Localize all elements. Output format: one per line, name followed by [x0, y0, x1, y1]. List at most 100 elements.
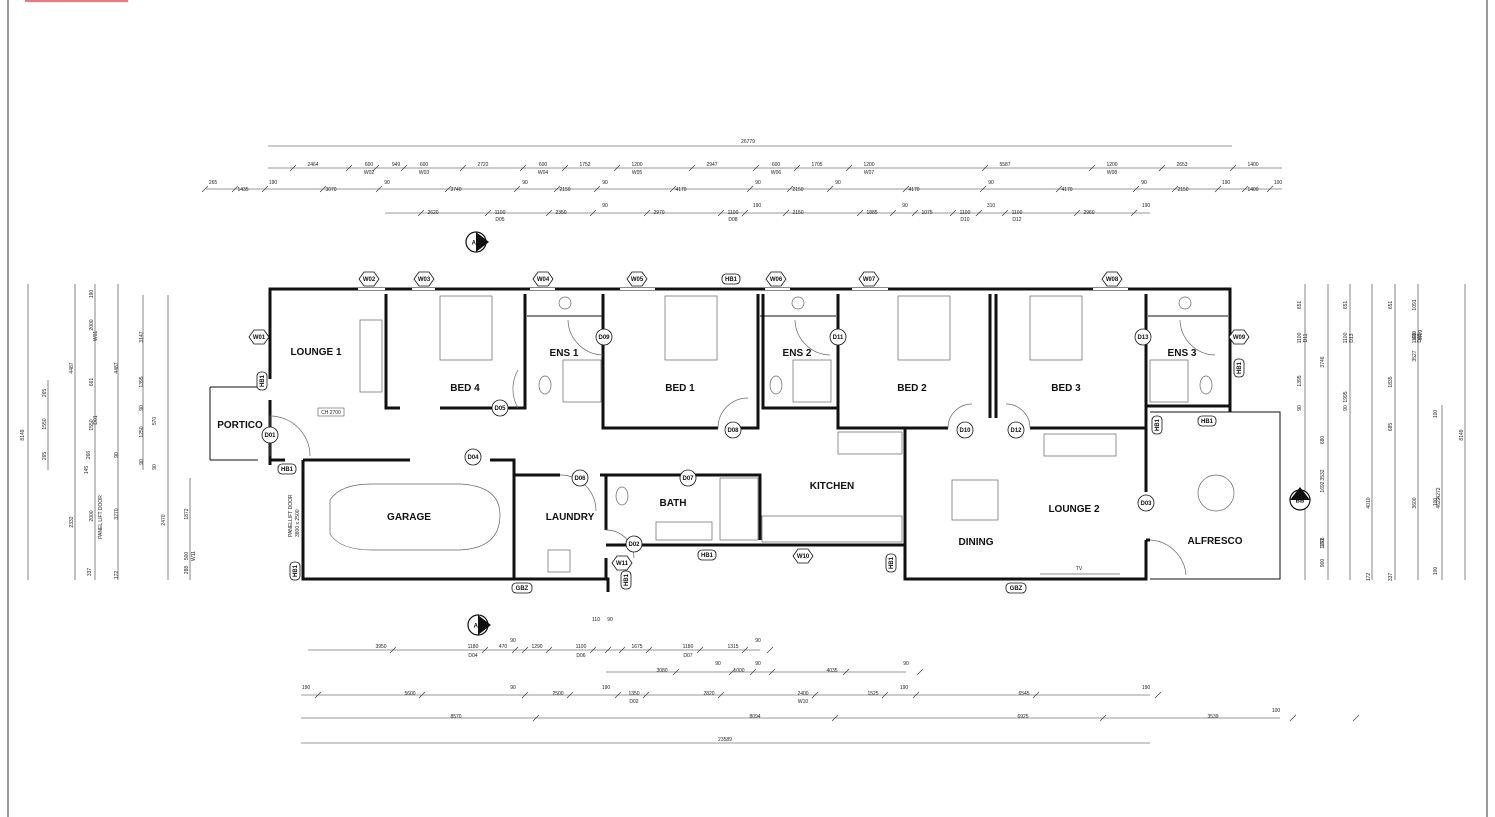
bed-3-furniture — [1029, 295, 1083, 361]
svg-text:HB1: HB1 — [281, 467, 294, 473]
svg-text:D10: D10 — [959, 428, 971, 434]
dim-right-28: W09 — [1418, 330, 1424, 341]
dim-left-0: 8149 — [20, 429, 26, 440]
window-tag-w01: W01 — [248, 329, 270, 345]
dim-top-r2-20: 100 — [1274, 180, 1283, 186]
dim-top-r2-11: 2150 — [792, 187, 803, 193]
dim-bot-r1-10: 1315 — [727, 644, 738, 650]
dim-right-21: 685 — [1388, 423, 1394, 432]
dim-bot-r1-7: 90 — [607, 617, 613, 623]
hose-bib-tag: HB1 — [697, 549, 717, 561]
door-tag-d03: D03 — [1137, 494, 1155, 512]
dim-right-9: 1778 — [1320, 537, 1326, 548]
dim-right-32: 100 — [1433, 410, 1439, 419]
svg-text:D09: D09 — [598, 335, 610, 341]
dim-overall-top: 26779 — [741, 139, 755, 145]
svg-text:W06: W06 — [770, 277, 783, 283]
room-label-alfresco: ALFRESCO — [1188, 536, 1243, 547]
dim-left-4: 4487 — [69, 362, 75, 373]
dim-right-16: 90 — [1343, 405, 1349, 411]
dim-left-27: W01 — [93, 331, 99, 342]
tv-note: TV — [1076, 566, 1083, 572]
dim-left-19: 570 — [152, 417, 158, 426]
lounge-1-sofa — [359, 319, 383, 393]
dim-bot-r1-2: 470 — [499, 644, 508, 650]
dim-left-26: 288 — [184, 566, 190, 575]
door-swings — [269, 319, 1216, 576]
dim-top-r2-6: 90 — [522, 180, 528, 186]
gas-box-tag: GBZ — [511, 582, 533, 594]
walls — [209, 287, 1281, 592]
dim-top-r3-9: 90 — [902, 203, 908, 209]
bath-shower — [719, 477, 759, 541]
dim-bot-r3-11: 190 — [1142, 685, 1151, 691]
dim-right-23: D03 — [1417, 333, 1423, 342]
svg-text:HB1: HB1 — [260, 374, 266, 387]
section-marker-bb: BB — [1289, 487, 1311, 511]
dining-table — [951, 479, 999, 521]
dim-top-r1-4: 2722 — [477, 162, 488, 168]
door-tag-d05: D05 — [491, 399, 509, 417]
room-label-lounge2: LOUNGE 2 — [1048, 504, 1100, 515]
room-label-kitchen: KITCHEN — [810, 481, 854, 492]
dim-left-6: 3270 — [114, 508, 120, 519]
lounge-2-sofa — [1043, 433, 1117, 457]
dim-right-20: 1835 — [1388, 376, 1394, 387]
room-label-lounge1: LOUNGE 1 — [290, 347, 342, 358]
room-label-ens1: ENS 1 — [550, 348, 579, 359]
dim-top-r2-9: 4170 — [675, 187, 686, 193]
svg-text:W01: W01 — [253, 335, 266, 341]
dim-top-r3-3: 90 — [602, 203, 608, 209]
dim-top-r1-5: 600 — [539, 162, 548, 168]
dim-right-5: 1395 — [1297, 375, 1303, 386]
dim-right-18: 172 — [1366, 573, 1372, 582]
svg-text:W05: W05 — [631, 277, 644, 283]
svg-text:HB1: HB1 — [624, 573, 630, 586]
dim-bot-r2-1: 90 — [715, 661, 721, 667]
dim-top-r1-9: 600 — [772, 162, 781, 168]
svg-text:D07: D07 — [682, 476, 694, 482]
dim-left-22: 1395 — [139, 376, 145, 387]
dim-right-7: 680 — [1320, 436, 1326, 445]
dim-top-r3-sub-0: D05 — [495, 217, 504, 223]
dim-top-r1-15: 1400 — [1247, 162, 1258, 168]
svg-text:HB1: HB1 — [1155, 418, 1161, 431]
door-tag-d13: D13 — [1134, 328, 1152, 346]
dim-top-r3-7: 2150 — [792, 210, 803, 216]
ens-1-toilet — [538, 375, 552, 395]
dim-left-7: 2000 — [89, 319, 95, 330]
dim-bot-r3-sub-1: W10 — [798, 699, 809, 705]
dim-bot-r4-3: 3539 — [1207, 714, 1218, 720]
alfresco-table — [1197, 474, 1235, 512]
dim-top-r2-0: 265 — [209, 180, 218, 186]
dim-bot-r1-8: 1675 — [631, 644, 642, 650]
dim-left-17: 1250 — [139, 426, 145, 437]
dim-bot-r3-7: 2400 — [797, 691, 808, 697]
room-label-dining: DINING — [959, 537, 994, 548]
dim-top-r2-16: 90 — [1141, 180, 1147, 186]
dim-left-3: 265 — [42, 452, 48, 461]
dim-left-8: 1550 — [89, 419, 95, 430]
laundry-tub — [547, 549, 571, 573]
dim-top-r1-sub-3: W05 — [632, 170, 643, 176]
ceiling-height-note: CH 2700 — [321, 410, 341, 416]
dim-bot-r4-1: 8094 — [749, 714, 760, 720]
svg-text:D11: D11 — [833, 335, 844, 341]
dim-bot-r4-4: 100 — [1272, 708, 1281, 714]
dim-right-25: 337 — [1388, 573, 1394, 582]
dim-top-r1-1: 600 — [365, 162, 374, 168]
svg-text:D13: D13 — [1137, 335, 1149, 341]
dim-right-13: 1100 — [1343, 332, 1349, 343]
svg-text:D02: D02 — [628, 542, 640, 548]
dim-bot-r3-sub-0: D02 — [629, 699, 638, 705]
dim-bot-r3-1: 5600 — [404, 691, 415, 697]
bed-4-furniture — [439, 295, 493, 361]
dim-right-19: 651 — [1388, 301, 1394, 310]
door-tag-d07: D07 — [679, 469, 697, 487]
dim-top-r2-2: 1435 — [237, 187, 248, 193]
garage-door-note-1: PANELLIFT DOOR — [288, 494, 294, 537]
dim-bot-r2-4: 4035 — [826, 668, 837, 674]
